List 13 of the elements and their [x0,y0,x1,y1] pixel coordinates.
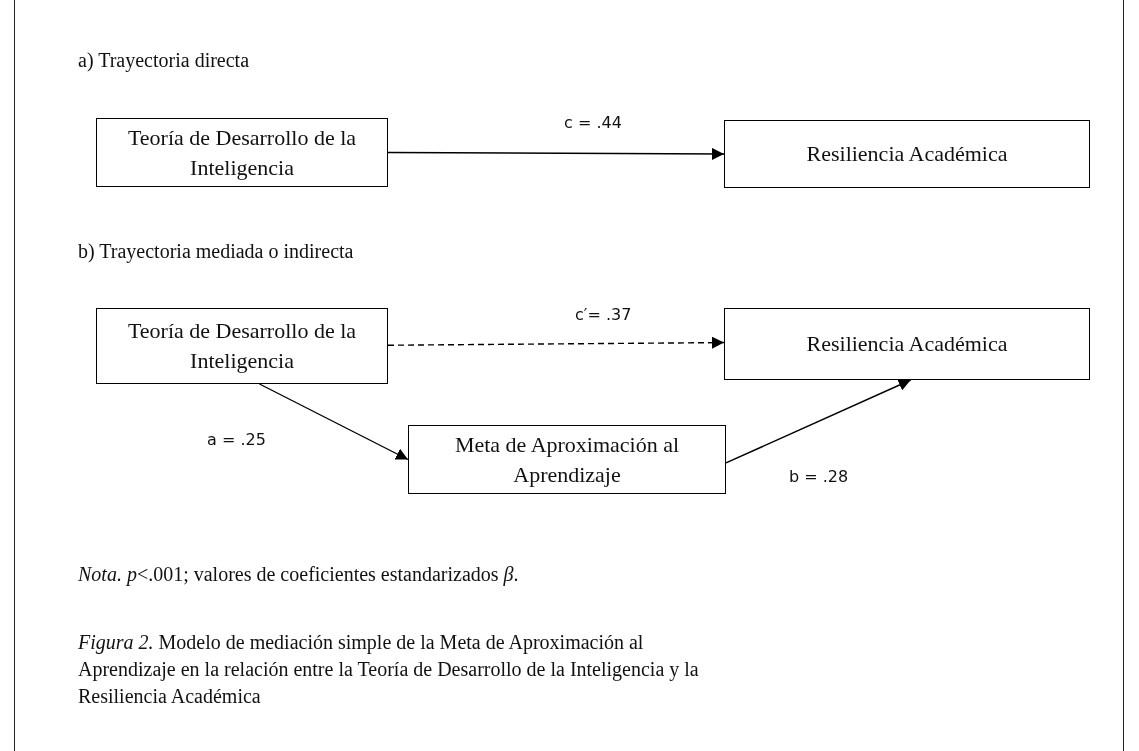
variable-box: Resiliencia Académica [724,308,1090,380]
arrow [258,383,409,461]
arrow [387,336,725,349]
variable-box: Teoría de Desarrollo de la Inteligencia [96,308,388,384]
note-text: Nota. p<.001; valores de coeficientes estandarizados β. [78,562,519,588]
variable-box: Teoría de Desarrollo de la Inteligencia [96,118,388,187]
variable-box: Resiliencia Académica [724,120,1090,188]
section-heading: b) Trayectoria mediada o indirecta [78,239,354,265]
variable-box: Meta de Aproximación al Aprendizaje [408,425,726,494]
figure-caption: Figura 2. Modelo de mediación simple de la Meta de Aproximación al Aprendizaje en la relación entre la Teoría de Desarrollo de la Inteligencia y la Resiliencia Académica [78,630,700,709]
arrow [387,147,725,160]
section-heading: a) Trayectoria directa [78,48,250,74]
arrow [725,379,912,464]
